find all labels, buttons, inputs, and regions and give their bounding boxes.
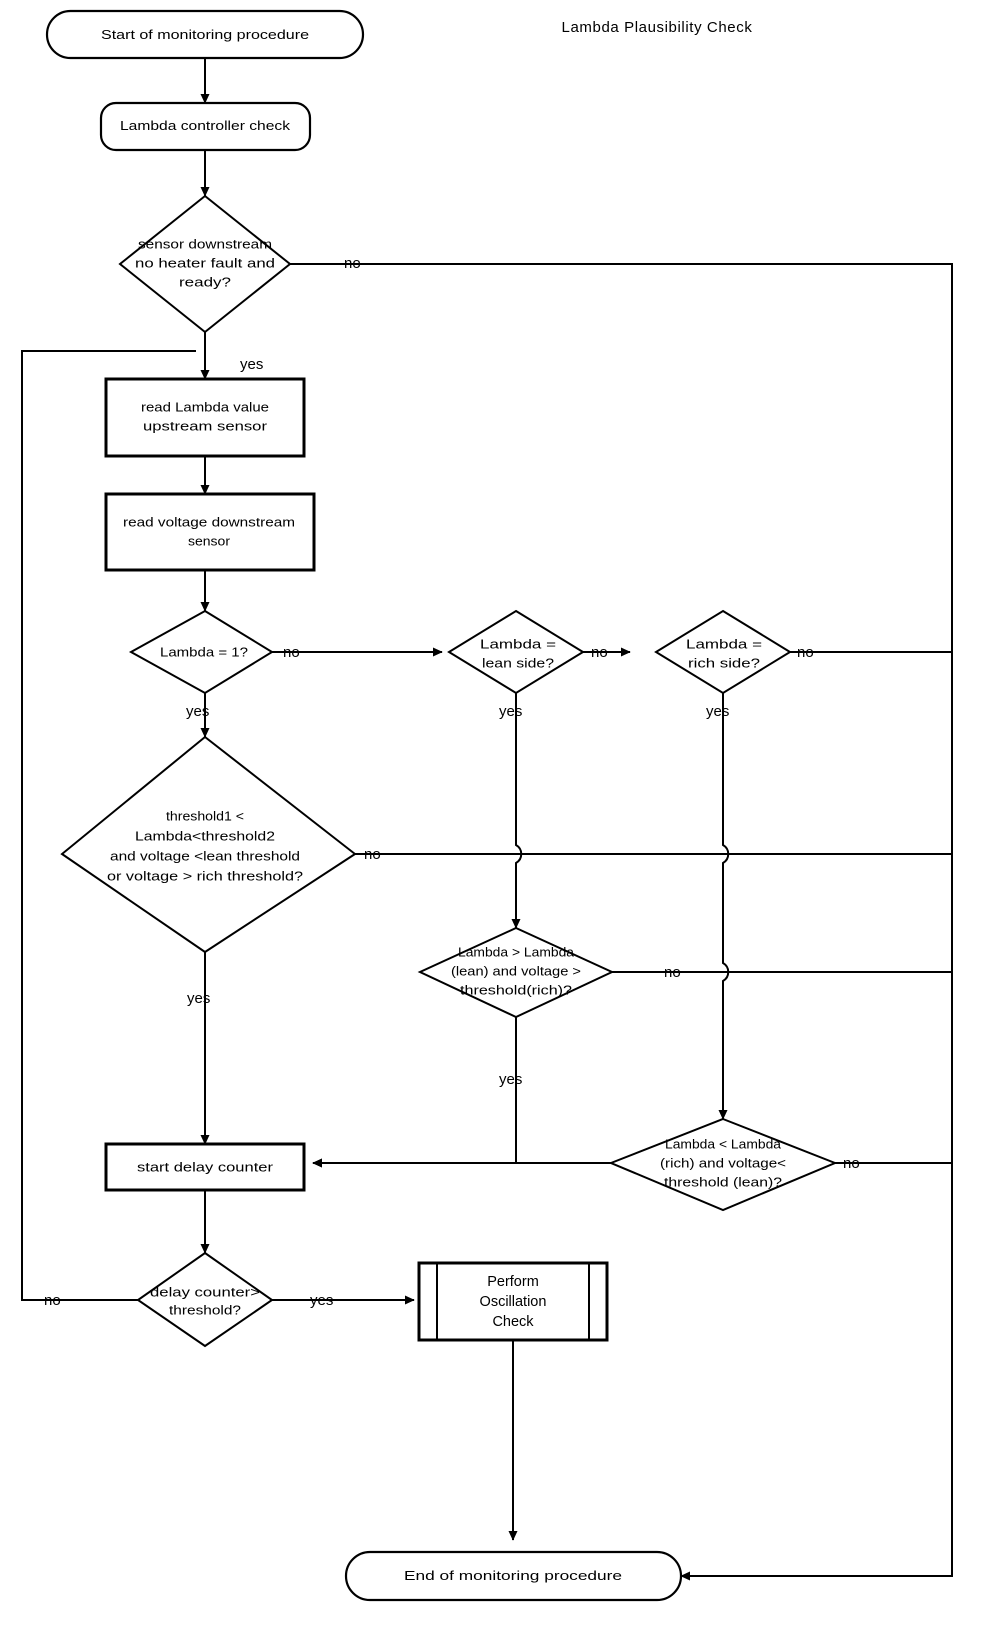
node-d_sensor-line1: sensor downstream bbox=[138, 237, 272, 251]
node-decision-delay-counter[interactable]: delay counter> threshold? bbox=[136, 1251, 274, 1348]
node-d_lean-line1: Lambda = bbox=[480, 637, 556, 651]
node-ctrlcheck-label: Lambda controller check bbox=[120, 119, 291, 133]
edge-lean-yes-to-leanchk bbox=[511, 693, 523, 929]
edge-label-thresh-yes: yes bbox=[187, 990, 210, 1007]
connector-layer bbox=[21, 58, 953, 1581]
edge-label-delay-yes: yes bbox=[310, 1292, 333, 1309]
edge-label-rich-yes: yes bbox=[706, 703, 729, 720]
node-osc-line1: Perform bbox=[487, 1274, 539, 1290]
node-d_rich-line1: Lambda = bbox=[686, 637, 762, 651]
node-osc-line3: Check bbox=[492, 1314, 534, 1330]
edge-label-lean-no: no bbox=[591, 644, 608, 661]
node-d_sensor-line2: no heater fault and bbox=[135, 256, 275, 270]
edge-label-sensor-yes: yes bbox=[240, 356, 263, 373]
node-decision-rich-plausibility[interactable]: Lambda < Lambda (rich) and voltage< thre… bbox=[608, 1117, 838, 1212]
edge-sensor-no-to-end bbox=[290, 263, 953, 1581]
node-end[interactable]: End of monitoring procedure bbox=[344, 1550, 683, 1602]
edge-label-leanchk-no: no bbox=[664, 964, 681, 981]
node-d_rich-line2: rich side? bbox=[688, 656, 760, 670]
edge-rich-yes-to-richchk bbox=[718, 693, 730, 1120]
node-d_thresh-line1: threshold1 < bbox=[166, 809, 244, 823]
edge-label-eq1-yes: yes bbox=[186, 703, 209, 720]
node-d_thresh-line4: or voltage > rich threshold? bbox=[107, 869, 303, 883]
node-read-lambda-value[interactable]: read Lambda value upstream sensor bbox=[104, 377, 306, 458]
edge-delaydecision-no-loopback bbox=[21, 350, 196, 1301]
node-read_volt-line1: read voltage downstream bbox=[123, 515, 295, 529]
node-start[interactable]: Start of monitoring procedure bbox=[45, 9, 365, 60]
node-decision-threshold-window[interactable]: threshold1 < Lambda<threshold2 and volta… bbox=[60, 735, 357, 954]
node-decision-lambda-lean-side[interactable]: Lambda = lean side? bbox=[447, 609, 585, 695]
node-end-label: End of monitoring procedure bbox=[404, 1569, 622, 1583]
edge-label-sensor-no: no bbox=[344, 255, 361, 272]
node-decision-lean-plausibility[interactable]: Lambda > Lambda (lean) and voltage > thr… bbox=[417, 926, 615, 1019]
node-decision-lambda-equals-one[interactable]: Lambda = 1? bbox=[128, 609, 274, 695]
node-read_lambda-line1: read Lambda value bbox=[141, 400, 269, 414]
node-delay-label: start delay counter bbox=[137, 1160, 273, 1174]
node-read-voltage-downstream[interactable]: read voltage downstream sensor bbox=[104, 492, 316, 572]
page-title: Lambda Plausibility Check bbox=[562, 19, 753, 36]
edge-label-leanchk-yes: yes bbox=[499, 1071, 522, 1088]
node-decision-sensor-ready[interactable]: sensor downstream no heater fault and re… bbox=[118, 194, 292, 334]
edge-label-lean-yes: yes bbox=[499, 703, 522, 720]
node-read_volt-line2: sensor bbox=[188, 534, 230, 548]
node-d_thresh-line2: Lambda<threshold2 bbox=[135, 829, 275, 843]
node-perform-oscillation-check[interactable]: Perform Oscillation Check bbox=[417, 1261, 609, 1342]
node-d_thresh-line3: and voltage <lean threshold bbox=[110, 849, 300, 863]
node-d_richchk-line3: threshold (lean)? bbox=[664, 1175, 782, 1189]
node-d_leanchk-line3: threshold(rich)? bbox=[460, 983, 572, 997]
node-start-label: Start of monitoring procedure bbox=[101, 28, 309, 42]
node-lambda-controller-check[interactable]: Lambda controller check bbox=[99, 101, 312, 152]
edge-label-rich-no: no bbox=[797, 644, 814, 661]
node-osc-line2: Oscillation bbox=[480, 1294, 547, 1310]
node-d_richchk-line2: (rich) and voltage< bbox=[660, 1156, 786, 1170]
node-d_sensor-line3: ready? bbox=[179, 275, 231, 289]
node-d_leanchk-line1: Lambda > Lambda bbox=[458, 945, 574, 959]
edge-leanchk-yes-to-delay bbox=[312, 1017, 517, 1168]
node-d_richchk-line1: Lambda < Lambda bbox=[665, 1137, 781, 1151]
node-start-delay-counter[interactable]: start delay counter bbox=[104, 1142, 306, 1192]
node-d_delay-line1: delay counter> bbox=[150, 1285, 260, 1299]
node-decision-lambda-rich-side[interactable]: Lambda = rich side? bbox=[654, 609, 792, 695]
node-read_lambda-line2: upstream sensor bbox=[143, 419, 267, 433]
edge-label-delay-no: no bbox=[44, 1292, 61, 1309]
edge-label-eq1-no: no bbox=[283, 644, 300, 661]
node-d_lean-line2: lean side? bbox=[482, 656, 554, 670]
node-d_delay-line2: threshold? bbox=[169, 1303, 241, 1317]
edge-label-richchk-no: no bbox=[843, 1155, 860, 1172]
node-d_eq1-label: Lambda = 1? bbox=[160, 645, 248, 659]
edge-label-thresh-no: no bbox=[364, 846, 381, 863]
node-d_leanchk-line2: (lean) and voltage > bbox=[451, 964, 581, 978]
